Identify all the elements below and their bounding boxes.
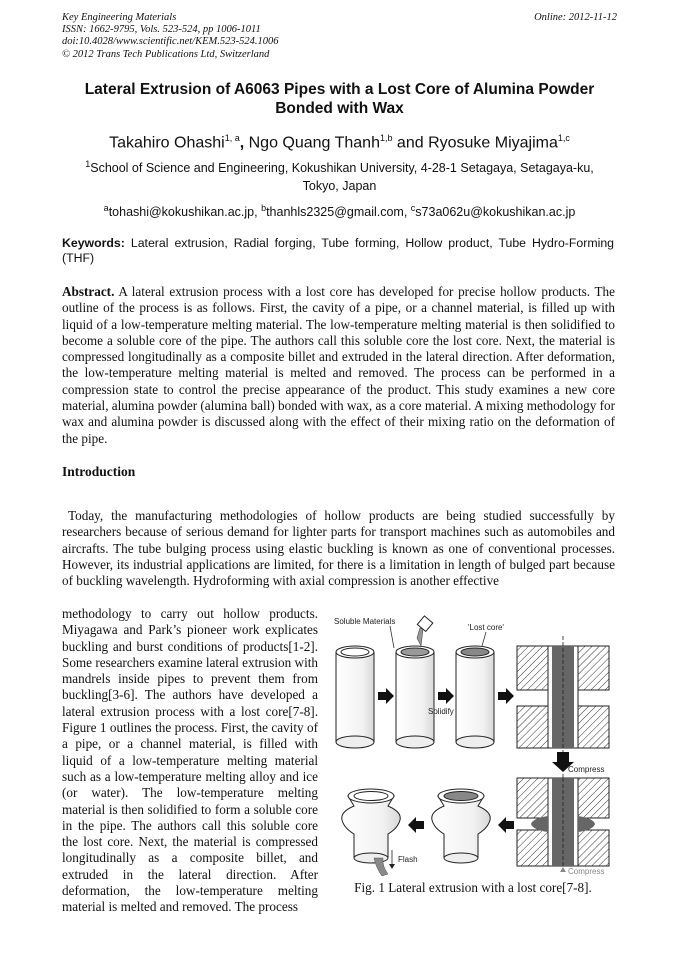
keywords: Keywords: Lateral extrusion, Radial forg… xyxy=(62,236,614,266)
paper-title: Lateral Extrusion of A6063 Pipes with a … xyxy=(84,81,595,117)
email-sup: b xyxy=(261,203,267,213)
author-name: Ngo Quang Thanh xyxy=(248,134,380,152)
author-sup: 1,c xyxy=(557,133,570,143)
intro-paragraph-1: Today, the manufacturing methodologies o… xyxy=(62,508,615,589)
arrow-right-icon xyxy=(438,688,454,704)
abstract-label: Abstract. xyxy=(62,284,115,299)
doi-line: doi:10.4028/www.scientific.net/KEM.523-5… xyxy=(62,36,279,48)
intro-paragraph-2: methodology to carry out hollow products… xyxy=(62,606,318,915)
affiliation-sup: 1 xyxy=(85,159,91,169)
pipe-with-core xyxy=(455,645,495,749)
die-before-compression xyxy=(516,636,610,756)
online-date: Online: 2012-11-12 xyxy=(534,12,617,23)
author-separator: , xyxy=(239,134,249,152)
extruded-product-with-core xyxy=(431,788,491,864)
affiliation-line-1: 1School of Science and Engineering, Koku… xyxy=(62,156,617,176)
label-solidify: Solidify xyxy=(428,707,454,716)
affiliation-text: School of Science and Engineering, Kokus… xyxy=(90,161,594,176)
figure-caption: Fig. 1 Lateral extrusion with a lost cor… xyxy=(354,880,592,895)
label-compress-bottom: Compress xyxy=(568,867,604,876)
journal-name: Key Engineering Materials xyxy=(62,12,177,23)
journal-header: Key Engineering Materials ISSN: 1662-979… xyxy=(62,12,617,61)
pipe-filling xyxy=(395,615,435,749)
email[interactable]: tohashi@kokushikan.ac.jp xyxy=(108,205,255,220)
section-heading-introduction: Introduction xyxy=(62,464,136,479)
author-name: Ryosuke Miyajima xyxy=(428,134,558,152)
leader-line xyxy=(389,625,395,649)
arrow-down-icon xyxy=(552,752,574,772)
keywords-label: Keywords: xyxy=(62,236,125,250)
email-line: atohashi@kokushikan.ac.jp, bthanhls2325@… xyxy=(103,203,576,220)
arrow-up-icon xyxy=(560,867,566,872)
author-sup: 1, a xyxy=(224,133,240,143)
arrow-right-icon xyxy=(498,688,514,704)
leader-line xyxy=(481,631,487,647)
copyright-line: © 2012 Trans Tech Publications Ltd, Swit… xyxy=(62,48,270,60)
author-name: Takahiro Ohashi xyxy=(109,134,225,152)
label-soluble-materials: Soluble Materials xyxy=(334,617,395,626)
arrow-down-icon xyxy=(389,864,395,869)
email-sup: a xyxy=(103,203,109,213)
pipe-empty xyxy=(335,645,375,749)
extruded-product-core-removed xyxy=(341,788,401,877)
issn-line: ISSN: 1662-9795, Vols. 523-524, pp 1006-… xyxy=(62,24,261,36)
affiliation-line-2: Tokyo, Japan xyxy=(302,179,377,193)
author-list: Takahiro Ohashi1, a, Ngo Quang Thanh1,b … xyxy=(62,128,617,153)
author-and: and xyxy=(392,134,429,152)
email[interactable]: thanhls2325@gmail.com xyxy=(266,205,404,220)
email-sup: c xyxy=(410,203,416,213)
abstract: Abstract. A lateral extrusion process wi… xyxy=(62,284,615,447)
process-diagram: Soluble Materials 'Lost core' Solidify xyxy=(334,615,610,877)
keywords-text: Lateral extrusion, Radial forging, Tube … xyxy=(62,236,614,265)
label-lost-core: 'Lost core' xyxy=(468,623,504,632)
author-sup: 1,b xyxy=(379,133,393,143)
arrow-left-icon xyxy=(498,817,514,833)
email[interactable]: s73a062u@kokushikan.ac.jp xyxy=(415,205,576,220)
arrow-right-icon xyxy=(378,688,394,704)
figure-1: Soluble Materials 'Lost core' Solidify xyxy=(328,606,618,877)
abstract-text: A lateral extrusion process with a lost … xyxy=(62,284,615,446)
label-compress-top: Compress xyxy=(568,765,604,774)
arrow-left-icon xyxy=(408,817,424,833)
die-after-compression xyxy=(516,777,610,868)
label-flash: Flash xyxy=(398,855,418,864)
